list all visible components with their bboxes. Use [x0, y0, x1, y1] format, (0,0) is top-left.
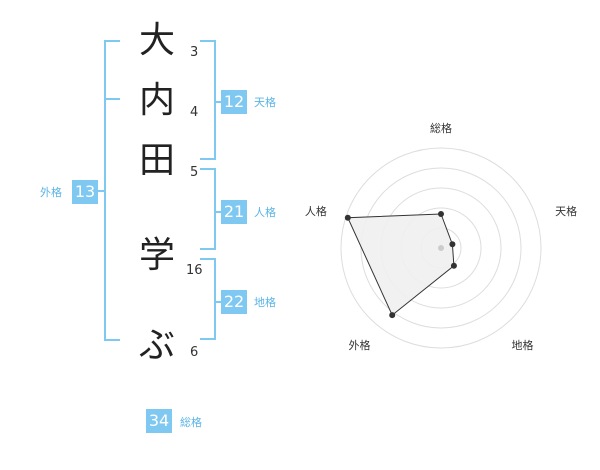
gaikaku-bracket-connector: [96, 190, 104, 192]
radar-ring-5: [340, 147, 542, 349]
gaikaku-bracket: [104, 40, 120, 341]
radar-point-2: [449, 241, 456, 248]
radar-axis-label-2: 天格: [555, 204, 577, 218]
radar-center-point: [438, 245, 444, 251]
chikaku-label: 地格: [254, 296, 276, 309]
radar-point-5: [344, 214, 351, 221]
name-char-2: 内: [138, 80, 175, 121]
stroke-count-4: 16: [186, 263, 203, 278]
radar-point-3: [450, 262, 457, 269]
stroke-count-5: 6: [190, 345, 199, 360]
soukaku-value: 34: [146, 409, 172, 433]
jinkaku-value: 21: [221, 200, 247, 224]
gaikaku-value: 13: [72, 180, 98, 204]
radar-ring-4: [360, 167, 522, 329]
radar-axis-label-4: 外格: [348, 338, 370, 352]
name-char-3: 田: [138, 140, 175, 181]
jinkaku-label: 人格: [254, 206, 276, 219]
radar-axis-label-1: 総格: [430, 121, 452, 135]
gaikaku-label: 外格: [40, 186, 62, 199]
radar-series-area: [347, 213, 455, 316]
stroke-count-3: 5: [190, 165, 199, 180]
radar-axis-label-5: 人格: [305, 204, 327, 218]
tenkaku-bracket: [200, 40, 216, 160]
radar-axis-label-3: 地格: [512, 338, 534, 352]
gaikaku-bracket-tick: [104, 98, 120, 100]
chikaku-bracket-connector: [216, 301, 222, 303]
stroke-count-1: 3: [190, 45, 199, 60]
radar-point-1: [438, 211, 444, 217]
radar-point-4: [389, 312, 396, 319]
jinkaku-bracket-connector: [216, 211, 222, 213]
stroke-count-2: 4: [190, 105, 199, 120]
tenkaku-value: 12: [221, 90, 247, 114]
tenkaku-label: 天格: [254, 96, 276, 109]
name-char-1: 大: [138, 20, 175, 61]
name-char-4: 学: [138, 235, 175, 276]
tenkaku-bracket-connector: [216, 101, 222, 103]
chikaku-value: 22: [221, 290, 247, 314]
soukaku-label: 総格: [180, 416, 202, 429]
name-char-5: ぶ: [138, 325, 175, 366]
jinkaku-bracket: [200, 168, 216, 250]
chikaku-bracket: [200, 258, 216, 340]
